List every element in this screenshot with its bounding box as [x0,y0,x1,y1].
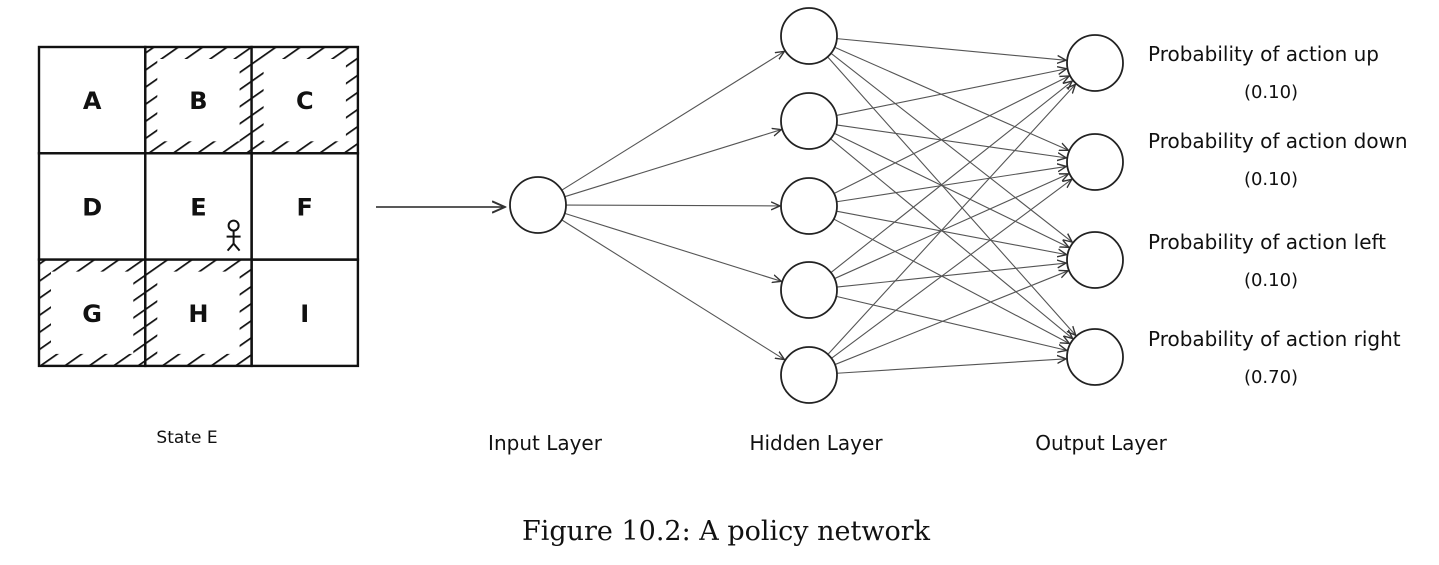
cell-label: E [190,193,206,221]
output-probability-value: (0.10) [1244,270,1298,291]
connection-edge [836,166,1067,203]
state-label: State E [156,428,217,448]
connection-edge [836,263,1066,288]
cell-label: A [83,87,102,115]
connection-edge [834,271,1068,366]
grid-cell-a: A [37,45,147,155]
connection-edge [561,219,785,360]
grid-cell-g: G [37,258,147,368]
output-probability-value: (0.10) [1244,82,1298,103]
grid-cell-b: B [144,45,253,155]
output-probability-4: Probability of action right (0.70) [1148,327,1401,388]
connection-edge [830,52,1072,242]
grid-cell-h: H [144,258,253,368]
output-node-2 [1066,133,1124,191]
hidden-node-4 [780,261,838,319]
cell-label: H [188,300,208,328]
hidden-node-1 [780,7,838,65]
figure-caption: Figure 10.2: A policy network [522,516,931,547]
output-action-label: Probability of action right [1148,327,1401,351]
grid-cell-i: I [250,258,360,368]
hidden-node-5 [780,346,838,404]
cell-inner [157,59,240,142]
network-edges [561,38,1076,374]
output-layer-label: Output Layer [1035,431,1167,455]
cell-label: I [300,300,309,328]
output-probability-1: Probability of action up (0.10) [1148,42,1379,103]
output-probabilities: Probability of action up(0.10)Probabilit… [1148,42,1408,388]
cell-inner [157,271,240,354]
agent-icon [226,219,241,252]
connection-edge [830,81,1072,274]
connection-edge [564,212,782,281]
output-probability-value: (0.10) [1244,169,1298,190]
network-nodes [509,7,1124,404]
hidden-layer-label: Hidden Layer [749,431,883,455]
connection-edge [833,76,1069,194]
connection-edge [834,46,1069,150]
connection-edge [565,205,780,206]
cell-label: F [297,193,313,221]
connection-edge [561,51,785,191]
cell-label: C [296,87,314,115]
output-probability-value: (0.70) [1244,367,1298,388]
cell-inner [51,271,134,354]
cell-inner [263,59,346,142]
grid-cell-c: C [250,45,360,155]
output-node-4 [1066,328,1124,386]
connection-edge [831,179,1071,359]
connection-edge [830,138,1073,339]
output-action-label: Probability of action down [1148,129,1408,153]
cell-border [250,258,360,368]
connection-edge [836,69,1066,116]
connection-edge [834,174,1069,280]
grid-cell-f: F [250,152,360,261]
connection-edge [836,38,1066,61]
cell-label: G [82,300,102,328]
output-node-1 [1066,34,1124,92]
connection-edge [836,210,1067,254]
connection-edge [833,132,1069,247]
grid-world: A B C D E F G H I [37,45,360,368]
connection-edge [564,130,782,198]
input-node [509,176,567,234]
output-node-3 [1066,231,1124,289]
grid-cell-e: E [144,152,253,261]
output-action-label: Probability of action left [1148,230,1386,254]
hidden-node-3 [780,177,838,235]
output-probability-3: Probability of action left (0.10) [1148,230,1386,291]
grid-cell-d: D [37,152,147,261]
connection-edge [836,295,1067,350]
connection-edge [827,56,1076,335]
connection-edge [827,84,1075,355]
connection-edge [833,218,1070,343]
cell-label: D [82,193,102,221]
input-layer-label: Input Layer [488,431,603,455]
hidden-node-2 [780,92,838,150]
connection-edge [836,124,1067,158]
connection-edge [836,359,1066,374]
output-probability-2: Probability of action down (0.10) [1148,129,1408,190]
cell-label: B [189,87,207,115]
output-action-label: Probability of action up [1148,42,1379,66]
